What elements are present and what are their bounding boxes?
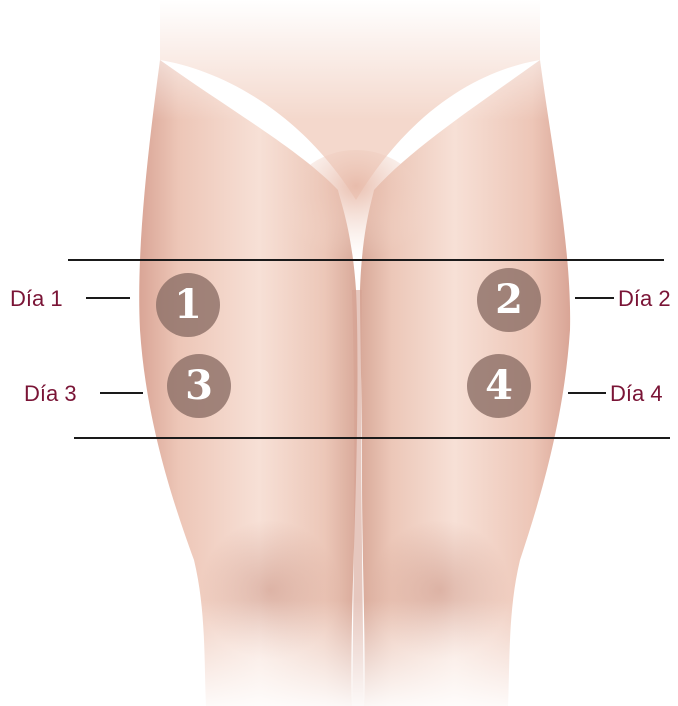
marker-number-3: 3 bbox=[167, 354, 231, 418]
day-label-3: Día 3 bbox=[24, 381, 77, 407]
marker-number-4: 4 bbox=[467, 354, 531, 418]
marker-number-1: 1 bbox=[156, 273, 220, 337]
marker-number-2: 2 bbox=[477, 268, 541, 332]
day-label-4: Día 4 bbox=[610, 381, 663, 407]
day-label-1: Día 1 bbox=[10, 286, 63, 312]
day-label-2: Día 2 bbox=[618, 286, 671, 312]
